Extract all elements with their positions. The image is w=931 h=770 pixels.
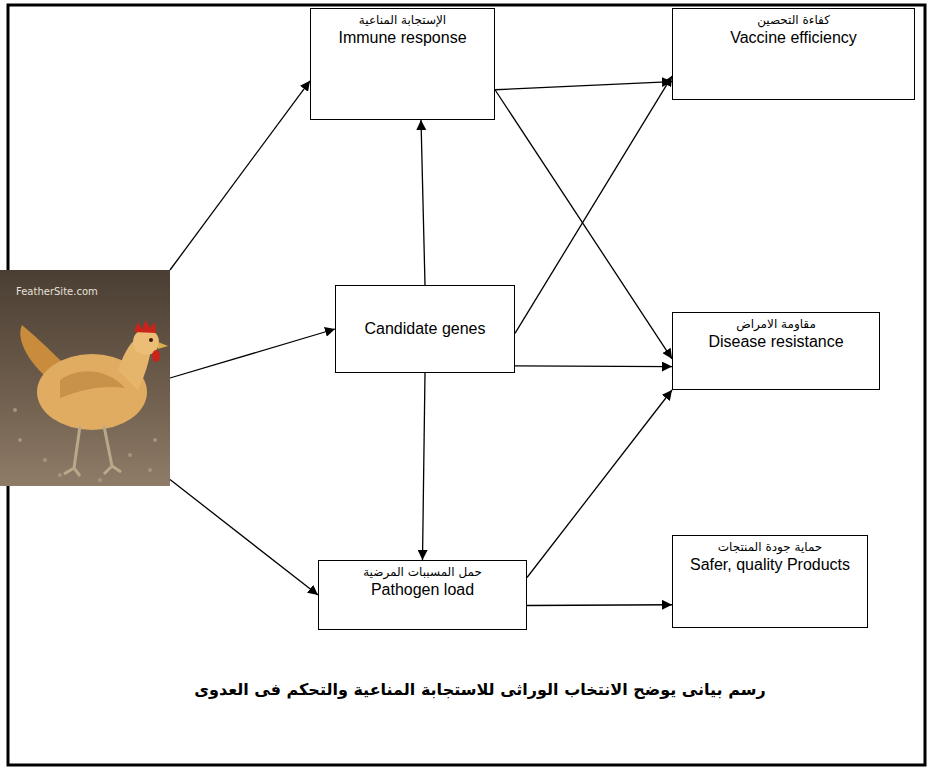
arrow-connector	[515, 76, 672, 333]
english-label: Disease resistance	[708, 332, 843, 352]
watermark: FeatherSite.com	[16, 286, 98, 299]
english-label: Pathogen load	[371, 580, 474, 600]
process-box: Candidate genes	[335, 285, 515, 373]
chicken-illustration	[0, 270, 170, 486]
arabic-label: حماية جودة المنتجات	[718, 540, 823, 555]
chicken-photo: FeatherSite.com	[0, 270, 170, 486]
english-label: Safer, quality Products	[690, 555, 850, 575]
arrow-connector	[515, 365, 672, 367]
arrow-connector	[495, 90, 672, 359]
arrow-connector	[170, 480, 318, 595]
arrow-connector	[527, 604, 672, 606]
arrow-connector	[527, 390, 672, 578]
arrow-connector	[423, 373, 426, 560]
arabic-label: حمل المسببات المرضية	[363, 565, 482, 580]
frame-border	[8, 5, 925, 765]
arabic-label: كفاءة التحصين	[757, 13, 830, 28]
arrow-connector	[421, 120, 425, 285]
english-label: Candidate genes	[365, 319, 486, 339]
arabic-label: الإستجابة المناعية	[359, 13, 446, 28]
process-box: حماية جودة المنتجاتSafer, quality Produc…	[672, 535, 868, 628]
arrow-connector	[495, 82, 672, 90]
process-box: حمل المسببات المرضيةPathogen load	[318, 560, 527, 630]
process-box: كفاءة التحصينVaccine efficiency	[672, 8, 915, 100]
arabic-label: مقاومة الامراض	[736, 317, 816, 332]
process-box: مقاومة الامراضDisease resistance	[672, 312, 880, 390]
english-label: Vaccine efficiency	[730, 28, 857, 48]
figure-caption: رسم بيانى يوضح الانتخاب الوراثى للاستجاب…	[90, 680, 870, 699]
arrow-connector	[170, 81, 310, 270]
english-label: Immune response	[338, 28, 466, 48]
arrow-connector	[170, 329, 335, 378]
process-box: الإستجابة المناعيةImmune response	[310, 8, 495, 120]
